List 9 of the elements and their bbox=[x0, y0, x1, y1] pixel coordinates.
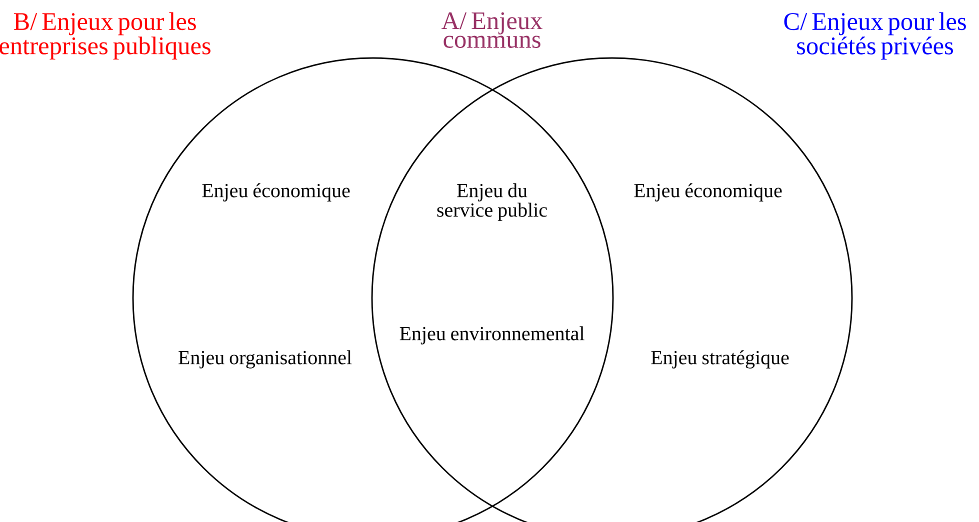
issue-label: Enjeu environnemental bbox=[400, 326, 584, 344]
section-heading: A/ Enjeux communs bbox=[442, 12, 542, 48]
issue-label: Enjeu économique bbox=[634, 183, 782, 202]
circle-heading: B/ Enjeux pour les entreprises publiques bbox=[0, 12, 210, 60]
issue-label: Enjeu du service public bbox=[437, 183, 547, 221]
issue-label: Enjeu organisationnel bbox=[178, 350, 352, 368]
circle-heading: C/ Enjeux pour les sociétés privées bbox=[784, 12, 966, 60]
issue-label: Enjeu économique bbox=[202, 183, 350, 202]
issue-label: Enjeu stratégique bbox=[651, 350, 789, 368]
